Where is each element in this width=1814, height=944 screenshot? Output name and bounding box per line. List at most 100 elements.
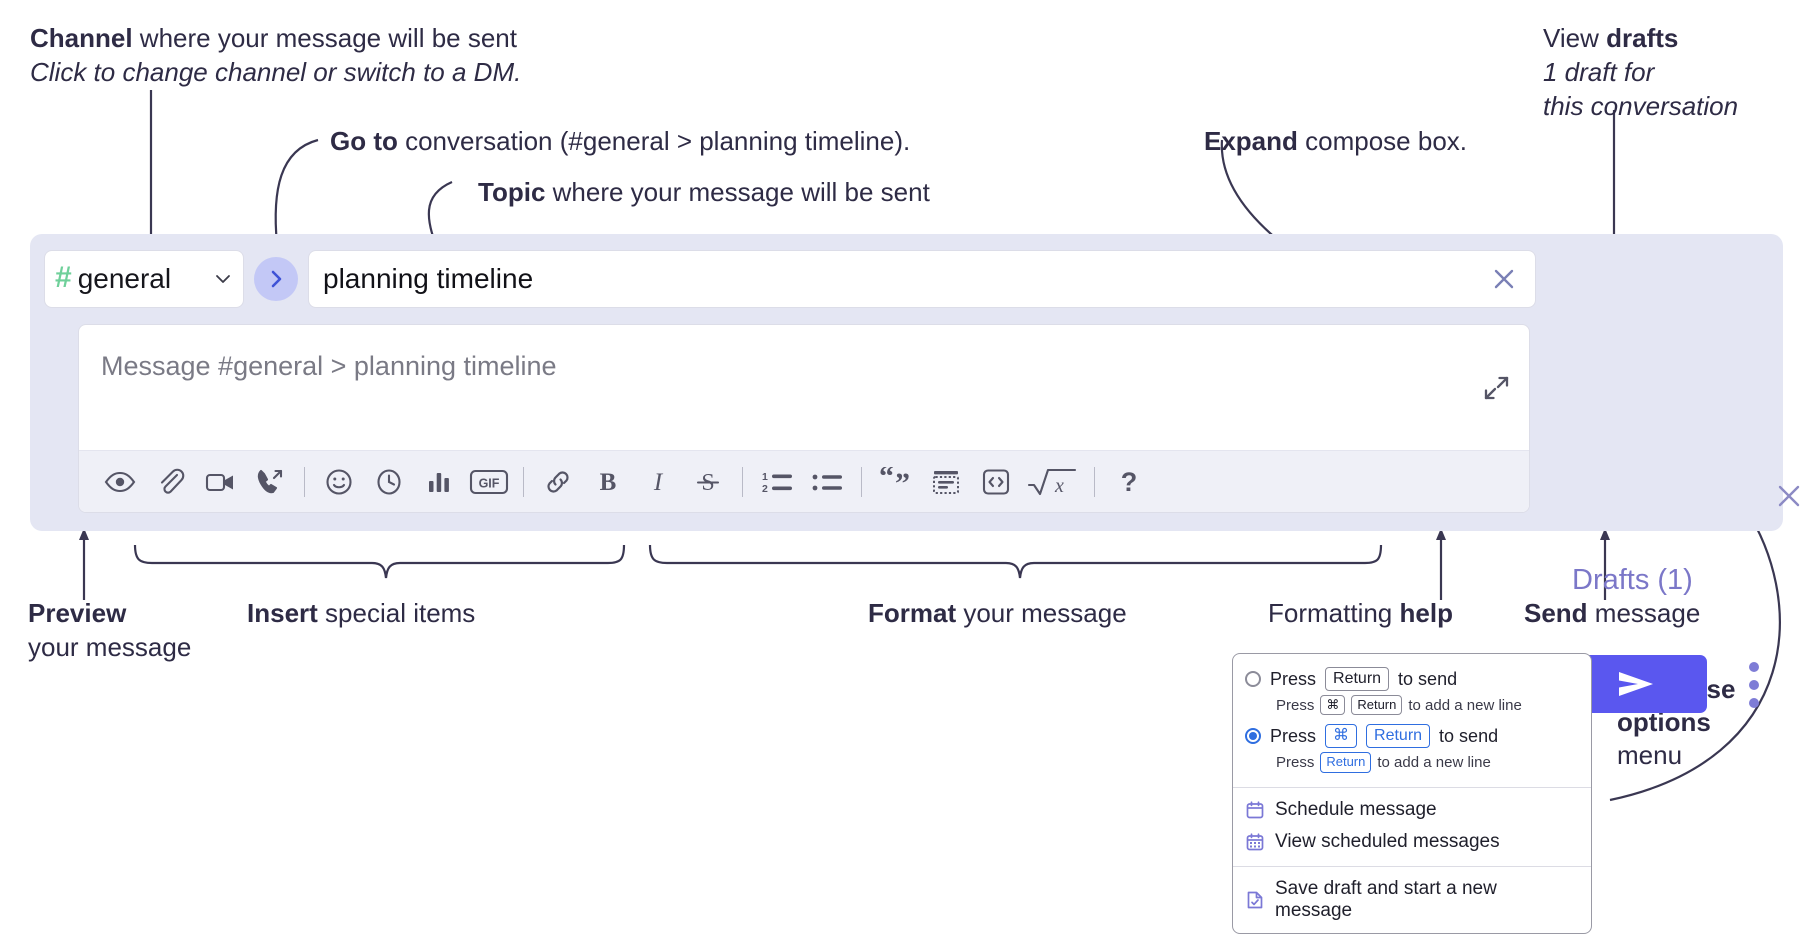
- calendar-grid-icon: [1246, 832, 1264, 850]
- annotation-preview-bold: Preview: [28, 598, 127, 628]
- annotation-preview-rest: your message: [28, 631, 192, 662]
- annotation-expand-bold: Expand: [1204, 126, 1298, 156]
- menu-option1-pre: Press: [1270, 668, 1317, 689]
- hash-icon: #: [55, 261, 72, 294]
- annotation-insert: Insert special items: [247, 597, 475, 631]
- svg-text:1: 1: [762, 471, 768, 483]
- formatting-help-button[interactable]: ?: [1104, 460, 1154, 504]
- audio-call-icon[interactable]: [245, 460, 295, 504]
- menu-option1-sub-pre: Press: [1276, 696, 1315, 714]
- draft-check-icon: [1247, 891, 1263, 908]
- menu-item-save-draft[interactable]: Save draft and start a new message: [1233, 873, 1591, 927]
- bold-icon[interactable]: B: [583, 460, 633, 504]
- topic-input[interactable]: planning timeline: [308, 250, 1536, 308]
- annotation-channel-rest: where your message will be sent: [132, 23, 517, 53]
- gif-icon[interactable]: GIF: [464, 460, 514, 504]
- strikethrough-icon[interactable]: S: [683, 460, 733, 504]
- menu-item-label: Save draft and start a new message: [1275, 877, 1497, 921]
- close-icon[interactable]: [1772, 479, 1806, 513]
- radio-cmd-return-to-send[interactable]: [1245, 728, 1261, 745]
- menu-option1-sub: Press ⌘ Return to add a new line: [1233, 694, 1591, 721]
- menu-item-label: Schedule message: [1275, 798, 1437, 820]
- svg-text:I: I: [653, 469, 664, 496]
- menu-item-label: View scheduled messages: [1275, 830, 1500, 852]
- italic-icon[interactable]: I: [633, 460, 683, 504]
- chevron-down-icon: [213, 269, 233, 289]
- message-placeholder: Message #general > planning timeline: [101, 351, 557, 381]
- menu-option2-sub-post: to add a new line: [1377, 753, 1491, 771]
- annotation-channel: Channel where your message will be sent …: [30, 22, 521, 90]
- compose-panel: # general planning timeline: [30, 234, 1800, 713]
- menu-option-cmd-return-to-send[interactable]: Press ⌘ Return to send: [1233, 721, 1591, 751]
- menu-option2-pre: Press: [1270, 725, 1317, 746]
- kebab-dot-1: [1749, 662, 1759, 672]
- toolbar-divider-2: [523, 466, 524, 497]
- compose-header-row: # general planning timeline: [44, 249, 1536, 309]
- menu-option-return-to-send[interactable]: Press Return to send: [1233, 664, 1591, 694]
- clear-topic-icon[interactable]: [1487, 262, 1521, 296]
- annotation-drafts-bold: drafts: [1606, 23, 1679, 53]
- menu-divider-2: [1233, 865, 1591, 867]
- annotation-drafts: View drafts 1 draft for this conversatio…: [1543, 22, 1738, 123]
- annotation-send-bold: Send: [1524, 598, 1588, 628]
- annotation-drafts-l2: 1 draft for: [1543, 56, 1655, 87]
- compose-options-menu: Press Return to send Press ⌘ Return to a…: [1232, 653, 1592, 934]
- menu-divider-1: [1233, 786, 1591, 788]
- latex-icon[interactable]: x: [1021, 460, 1085, 504]
- ordered-list-icon[interactable]: 1 2: [752, 460, 802, 504]
- annotation-goto: Go to conversation (#general > planning …: [330, 125, 910, 159]
- toolbar-divider-5: [1094, 466, 1095, 497]
- toolbar-divider: [304, 466, 305, 497]
- toolbar-divider-3: [742, 466, 743, 497]
- annotation-format-bold: Format: [868, 598, 957, 628]
- code-block-icon[interactable]: [921, 460, 971, 504]
- menu-item-schedule-message[interactable]: Schedule message: [1233, 794, 1591, 826]
- menu-option2-sub-pre: Press: [1276, 753, 1315, 771]
- menu-option2-post: to send: [1439, 725, 1499, 746]
- send-icon: [1618, 672, 1653, 696]
- menu-item-view-scheduled-messages[interactable]: View scheduled messages: [1233, 826, 1591, 858]
- annotation-goto-bold: Go to: [330, 126, 398, 156]
- toolbar-divider-4: [861, 466, 862, 497]
- key-command: ⌘: [1320, 695, 1346, 716]
- poll-icon[interactable]: [414, 460, 464, 504]
- channel-selector[interactable]: # general: [44, 250, 244, 308]
- annotation-send-rest: message: [1587, 598, 1701, 628]
- code-icon[interactable]: [971, 460, 1021, 504]
- message-input-card[interactable]: Message #general > planning timeline: [78, 324, 1530, 513]
- annotation-preview: Preview your message: [28, 597, 191, 665]
- radio-return-to-send[interactable]: [1245, 671, 1261, 687]
- topic-value: planning timeline: [323, 263, 534, 294]
- kebab-dot-3: [1749, 698, 1759, 708]
- annotation-expand-rest: compose box.: [1297, 126, 1468, 156]
- annotation-drafts-plain: View: [1543, 23, 1607, 53]
- key-return: Return: [1325, 667, 1390, 691]
- key-return-sub-2: Return: [1320, 752, 1372, 773]
- annotation-compose-options-l3: menu: [1617, 739, 1683, 770]
- link-icon[interactable]: [533, 460, 583, 504]
- annotation-goto-rest: conversation (#general > planning timeli…: [397, 126, 911, 156]
- bulleted-list-icon[interactable]: [802, 460, 852, 504]
- preview-icon[interactable]: [95, 460, 145, 504]
- drafts-link[interactable]: Drafts (1): [1572, 564, 1693, 596]
- expand-icon[interactable]: [1481, 373, 1511, 403]
- annotation-drafts-l3: this conversation: [1543, 90, 1739, 121]
- blockquote-icon[interactable]: “ ”: [871, 460, 921, 504]
- annotation-help-plain: Formatting: [1268, 598, 1400, 628]
- svg-text:B: B: [600, 469, 617, 496]
- channel-name: general: [77, 263, 172, 294]
- svg-text:”: ”: [895, 467, 910, 497]
- annotation-topic: Topic where your message will be sent: [478, 176, 930, 210]
- goto-conversation-button[interactable]: [254, 257, 298, 301]
- svg-text:“: “: [879, 467, 894, 493]
- help-label: ?: [1121, 467, 1138, 497]
- annotation-format: Format your message: [868, 597, 1127, 631]
- key-return-2: Return: [1366, 724, 1431, 749]
- clock-icon[interactable]: [364, 460, 414, 504]
- emoji-icon[interactable]: [314, 460, 364, 504]
- video-icon[interactable]: [195, 460, 245, 504]
- attachment-icon[interactable]: [145, 460, 195, 504]
- compose-options-button[interactable]: [1742, 662, 1766, 708]
- annotation-expand: Expand compose box.: [1204, 125, 1467, 159]
- annotation-insert-rest: special items: [317, 598, 476, 628]
